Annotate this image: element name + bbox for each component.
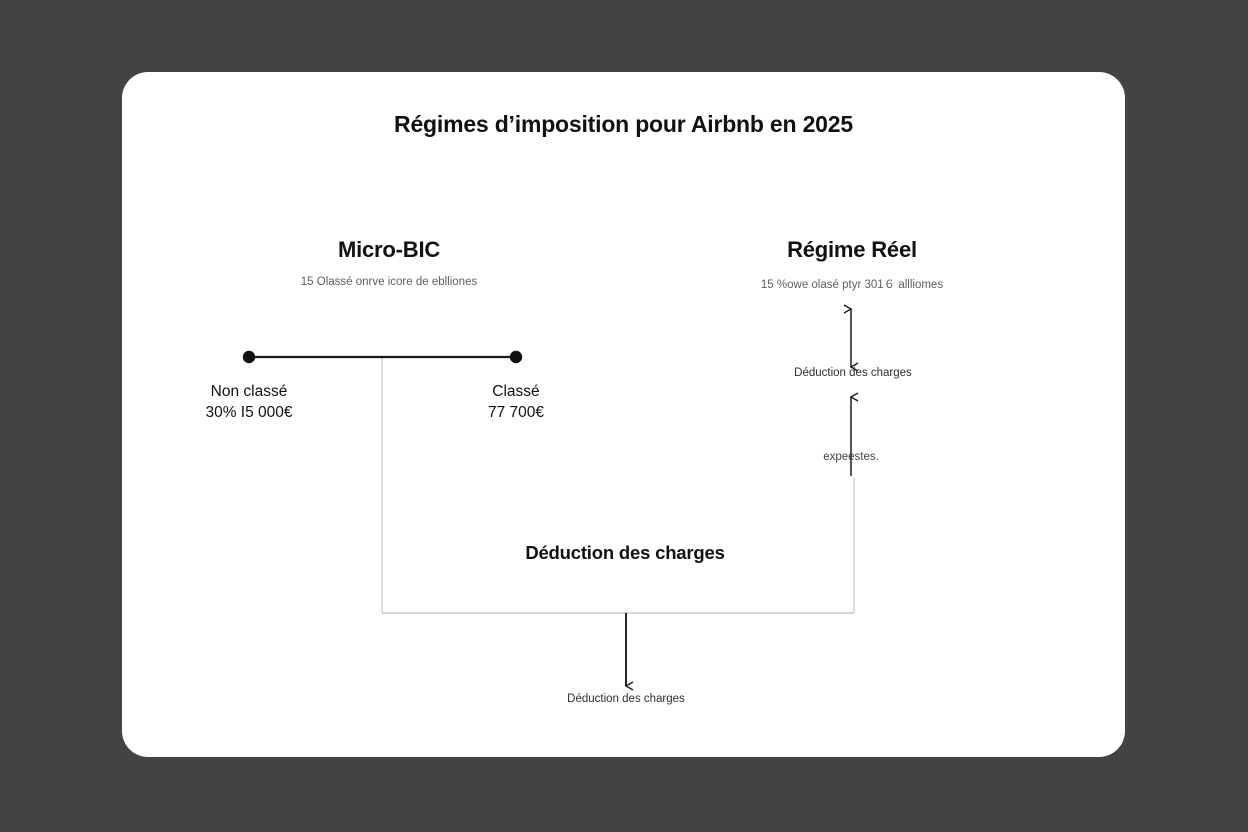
column-heading-regime-reel: Régime Réel 15 %owe olasé ptyr 301６ alll… [672,237,1032,292]
center-label-deduction: Déduction des charges [525,542,725,563]
caption-right-deduction: Déduction des charges [794,367,912,379]
column-heading-micro-bic: Micro-BIC 15 Olassé onrve icore de eblli… [209,237,569,288]
node-dot-classe [509,350,523,364]
node-label-non-classe: Non classé 30% I5 000€ [139,382,359,423]
caption-right-expenses: expeestes. [823,451,879,463]
node-value-non-classe: 30% I5 000€ [205,403,293,421]
node-label-classe: Classé 77 700€ [406,382,626,423]
column-title-regime-reel: Régime Réel [787,237,917,262]
caption-bottom-deduction: Déduction des charges [567,693,685,705]
column-subtitle-micro-bic: 15 Olassé onrve icore de eblliones [300,276,478,288]
node-name-classe: Classé [492,383,540,400]
diagram-card: Régimes d’imposition pour Airbnb en 2025… [122,72,1125,757]
column-subtitle-regime-reel: 15 %owe olasé ptyr 301６ allliomes [760,279,944,291]
connector-lines [242,304,859,691]
page-title: Régimes d’imposition pour Airbnb en 2025 [394,111,853,137]
column-title-micro-bic: Micro-BIC [337,237,441,262]
node-dot-non-classe [242,350,256,364]
node-name-non-classe: Non classé [210,383,288,400]
node-value-classe: 77 700€ [487,403,545,421]
